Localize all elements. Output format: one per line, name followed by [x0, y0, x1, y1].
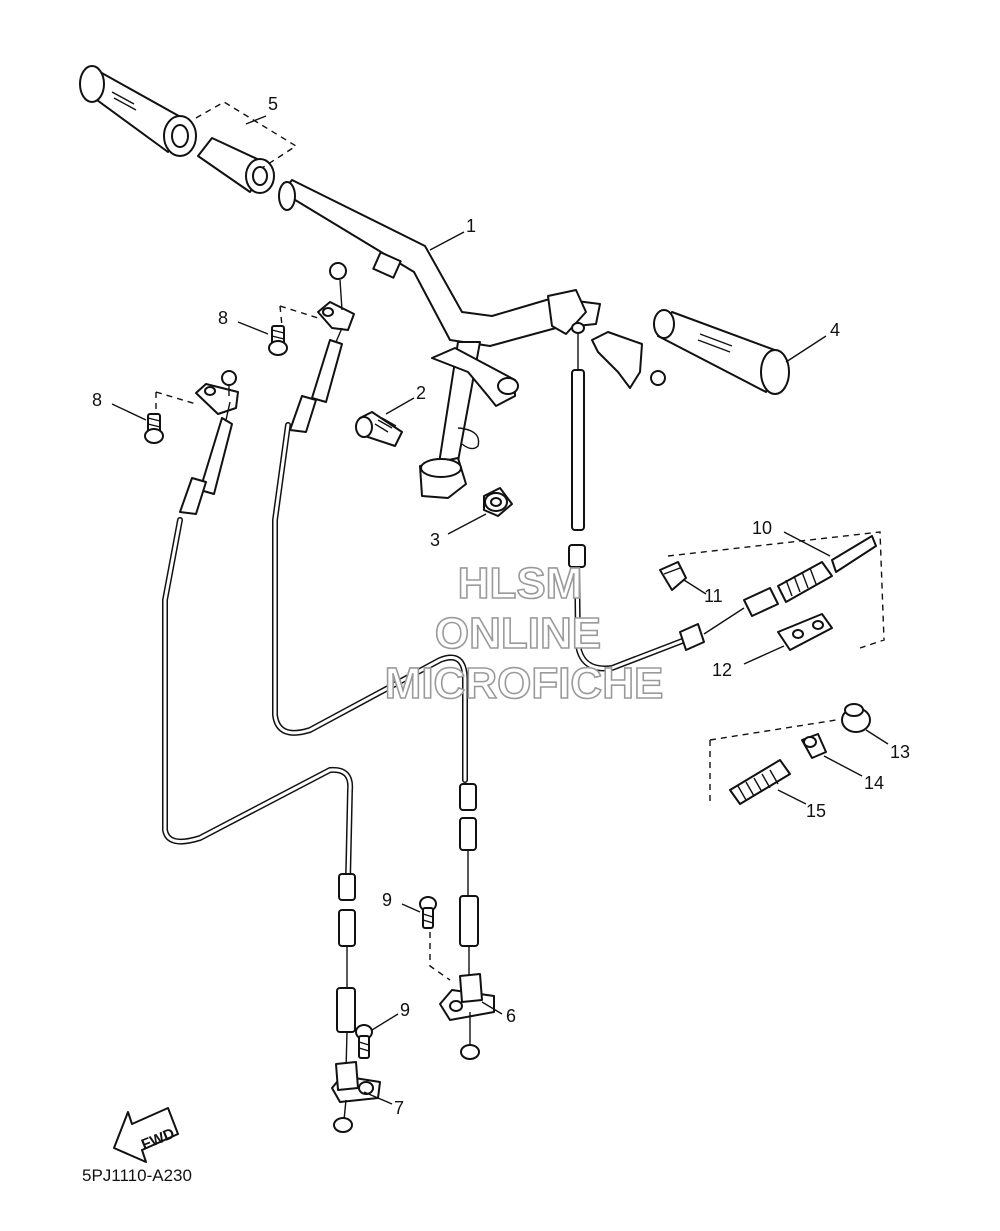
watermark-line-3: MICROFICHE: [385, 659, 664, 708]
callout-10: 10: [752, 518, 772, 538]
callout-9-upper: 9: [382, 890, 392, 910]
cap-13: [841, 703, 871, 733]
bracket-7: [331, 1061, 381, 1133]
callout-15: 15: [806, 801, 826, 821]
callout-7: 7: [394, 1098, 404, 1118]
handlebar: [278, 179, 601, 347]
group-dash-9: [429, 932, 451, 981]
watermark-line-2: ONLINE: [435, 609, 601, 658]
nut-14: [801, 733, 827, 759]
screw-8-lower: [144, 413, 164, 444]
brake-cable-sleeve: [568, 334, 586, 568]
watermark-line-1: HLSM: [458, 559, 583, 608]
spring-15: [729, 759, 791, 805]
callout-13: 13: [890, 742, 910, 762]
callout-12: 12: [712, 660, 732, 680]
callout-8-upper: 8: [218, 308, 228, 328]
leader-lines: [111, 115, 889, 1105]
callout-3: 3: [430, 530, 440, 550]
brake-lever: [547, 289, 666, 389]
screw-8-upper: [268, 325, 288, 356]
throttle-cable-lower-fittings: [336, 873, 356, 1071]
steering-stem: [419, 341, 519, 499]
callout-11: 11: [704, 586, 723, 606]
cable-lower-fittings-2: [459, 783, 479, 980]
callout-2: 2: [416, 383, 426, 403]
diagram-code: 5PJ1110-A230: [82, 1166, 192, 1185]
screw-9-lower: [355, 1024, 373, 1059]
stem-collar: [483, 487, 513, 517]
callout-6: 6: [506, 1006, 516, 1026]
plate-12: [777, 613, 833, 651]
bracket-6: [439, 973, 495, 1060]
screw-9-upper: [419, 896, 437, 929]
throttle-cable-top: [179, 370, 239, 515]
clip-11: [659, 561, 687, 591]
callout-14: 14: [864, 773, 884, 793]
group-bracket-10: [667, 531, 885, 649]
group-dash-8a: [279, 305, 319, 327]
throttle-tube: [197, 137, 275, 194]
right-grip: [653, 309, 790, 395]
stem-bolt: [355, 411, 403, 447]
callout-5: 5: [268, 94, 278, 114]
group-dash-5: [195, 101, 298, 169]
callout-4: 4: [830, 320, 840, 340]
throttle-cable-outer: [162, 517, 354, 883]
fwd-arrow-icon: FWD: [113, 1107, 179, 1163]
group-bracket-13-15: [709, 719, 837, 804]
callout-9-lower: 9: [400, 1000, 410, 1020]
brake-cable: [574, 557, 693, 672]
group-dash-8b: [155, 391, 197, 414]
throttle-grip: [79, 65, 197, 157]
throttle-cable-top-2: [289, 262, 355, 433]
callout-8-lower: 8: [92, 390, 102, 410]
callout-1: 1: [466, 216, 476, 236]
adjuster-cable-10: [679, 535, 877, 651]
throttle-cable-inner: [272, 422, 468, 783]
